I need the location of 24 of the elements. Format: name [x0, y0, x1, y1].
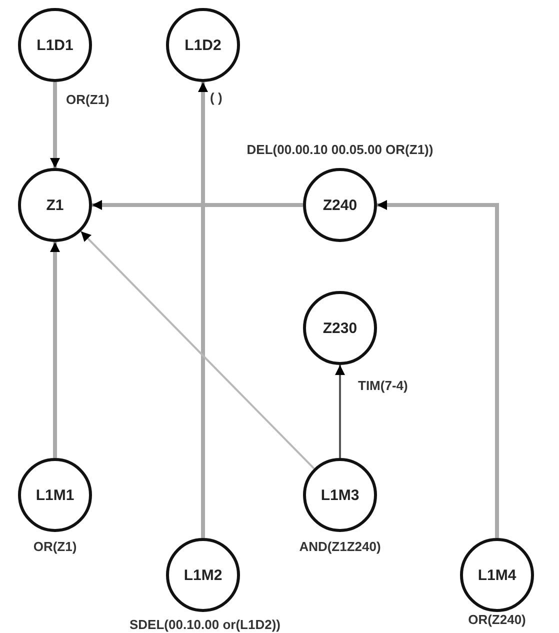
condition-label: TIM(7-4): [358, 378, 408, 393]
arrow: [50, 242, 60, 458]
condition-label: SDEL(00.10.00 or(L1D2)): [130, 617, 280, 632]
condition-label: DEL(00.00.10 00.05.00 OR(Z1)): [246, 142, 434, 157]
node-label: L1M1: [36, 486, 74, 504]
node-label: L1M3: [320, 486, 360, 504]
node-label: Z240: [322, 196, 358, 214]
arrow: [92, 200, 303, 210]
condition-label: OR(Z1): [33, 539, 77, 554]
arrow: [198, 82, 208, 538]
arrow: [377, 200, 499, 538]
arrow: [80, 230, 315, 470]
node-label: Z230: [322, 320, 358, 336]
arrow: [335, 365, 345, 458]
condition-label: ( ): [210, 90, 222, 105]
condition-label: OR(Z240): [468, 612, 526, 627]
node-label: L1D1: [36, 36, 74, 54]
node-label: Z1: [46, 196, 64, 214]
node-label: L1D2: [184, 36, 222, 54]
condition-label: AND(Z1Z240): [299, 539, 381, 554]
node-label: L1M4: [478, 566, 516, 584]
node-label: L1M2: [184, 566, 222, 584]
condition-label: OR(Z1): [66, 92, 110, 107]
arrow: [50, 82, 60, 168]
